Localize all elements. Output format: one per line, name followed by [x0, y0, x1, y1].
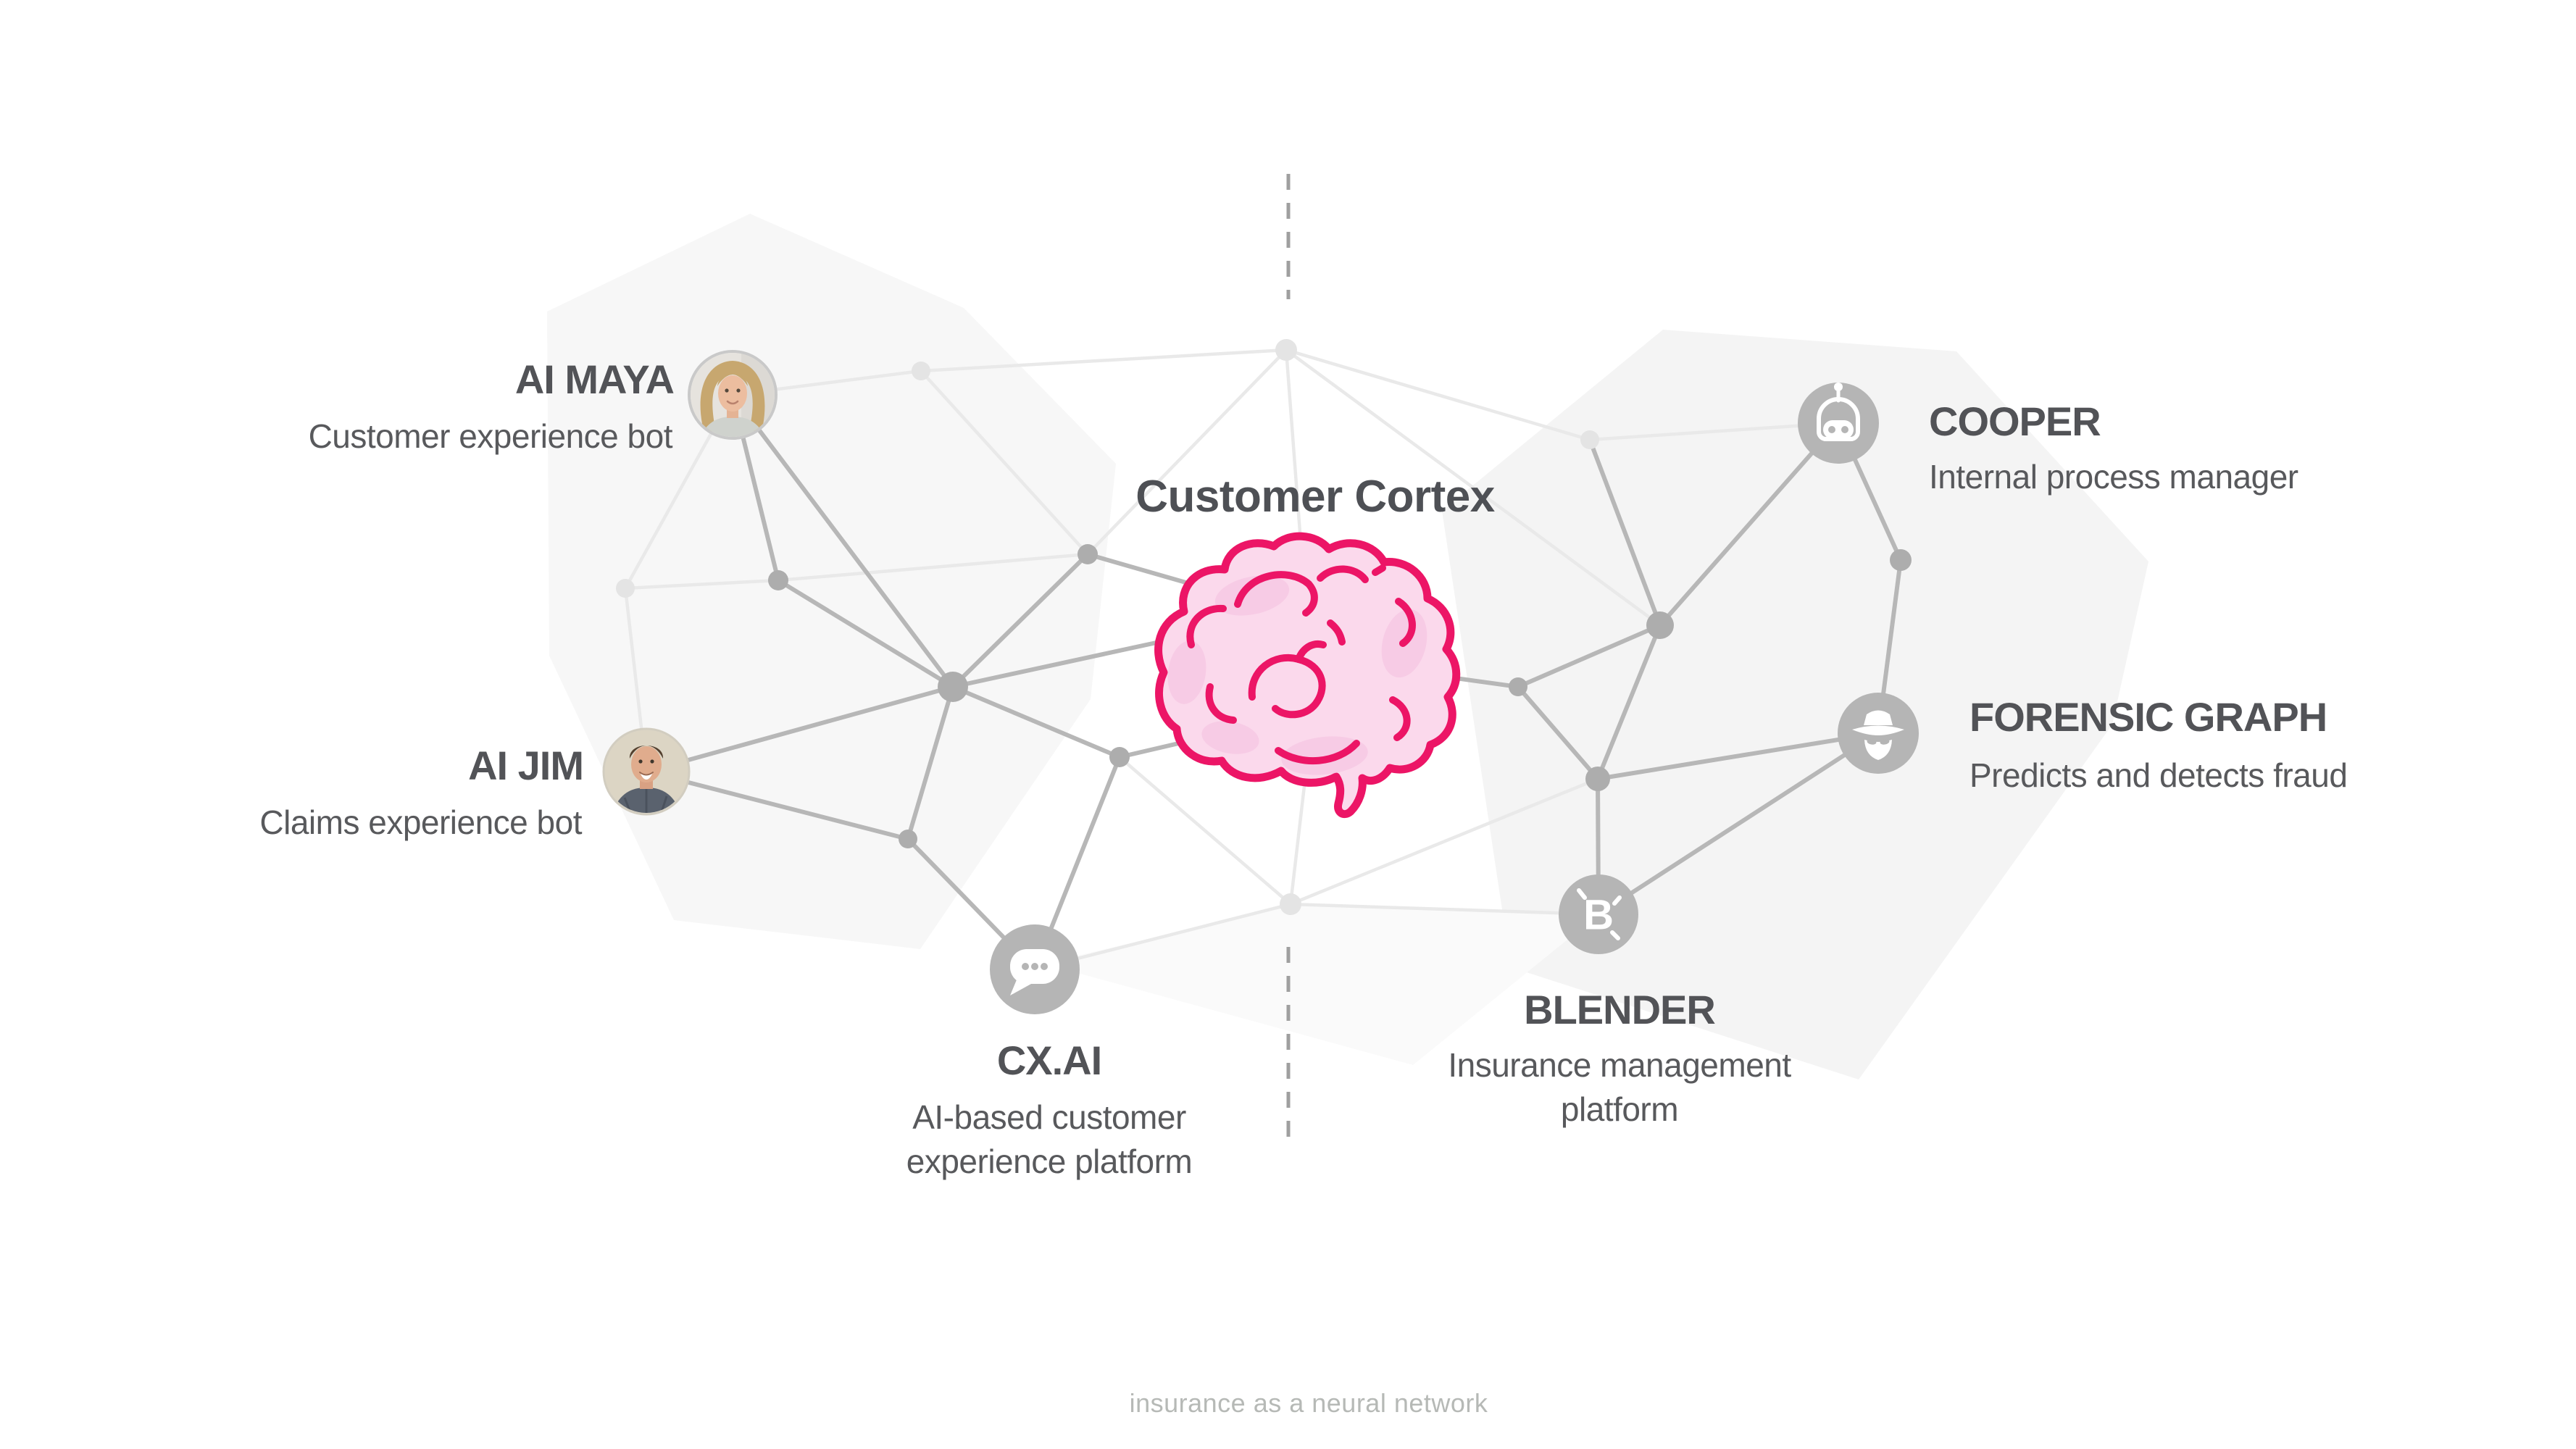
network-nodes	[616, 339, 1912, 915]
forensic-desc-label: Predicts and detects fraud	[1969, 756, 2348, 794]
brain-icon	[1154, 532, 1461, 818]
brain-folds	[1186, 564, 1416, 765]
blender-monogram: B	[1583, 892, 1614, 939]
cooper-name-label: COOPER	[1929, 398, 2101, 444]
blender-desc-label: Insurance management platform	[1448, 1046, 1791, 1128]
spy-icon	[1838, 693, 1919, 774]
blender-name-label: BLENDER	[1524, 987, 1716, 1032]
cooper-desc-label: Internal process manager	[1929, 458, 2298, 496]
jim-desc-label: Claims experience bot	[259, 803, 582, 841]
chat-bubble-icon	[990, 924, 1080, 1014]
cxai-desc-label: AI-based customer experience platform	[906, 1098, 1193, 1180]
page-title: Customer Cortex	[1135, 472, 1495, 522]
maya-name-label: AI MAYA	[514, 356, 675, 402]
letter-b-monogram-icon: B	[1559, 874, 1638, 954]
jim-avatar	[602, 727, 691, 816]
maya-desc-label: Customer experience bot	[308, 417, 673, 455]
maya-avatar	[688, 350, 778, 440]
footer-caption: insurance as a neural network	[1129, 1388, 1488, 1418]
robot-icon	[1798, 383, 1879, 464]
forensic-name-label: FORENSIC GRAPH	[1969, 694, 2327, 740]
jim-name-label: AI JIM	[468, 743, 584, 788]
cxai-name-label: CX.AI	[996, 1037, 1102, 1083]
